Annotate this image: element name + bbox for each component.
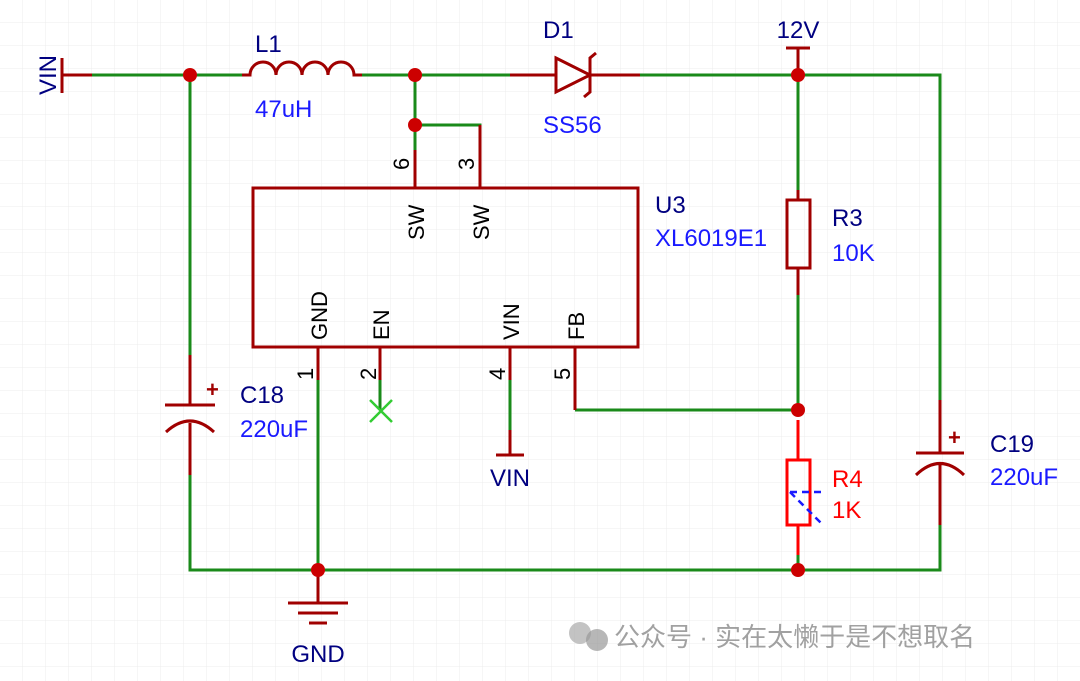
c19-plus: + xyxy=(948,425,961,450)
selection-arrow-icon xyxy=(789,490,823,525)
pin-5-number: 5 xyxy=(550,368,575,380)
vin-pin-port[interactable]: VIN xyxy=(490,430,530,492)
c18-designator: C18 xyxy=(240,382,284,409)
pin-4-name: VIN xyxy=(499,303,524,340)
pin-4-number: 4 xyxy=(485,368,510,380)
c19-value: 220uF xyxy=(990,464,1058,491)
diode-D1[interactable]: D1 SS56 xyxy=(510,17,640,139)
junction-dot xyxy=(183,68,197,82)
junctions xyxy=(183,68,805,577)
junction-dot xyxy=(791,403,805,417)
pin-1-number: 1 xyxy=(293,368,318,380)
pin-6-name: SW xyxy=(404,204,429,240)
r4-designator: R4 xyxy=(832,466,863,493)
resistor-R3[interactable]: R3 10K xyxy=(785,190,875,295)
watermark: 公众号 · 实在太懒于是不想取名 xyxy=(569,622,975,652)
capacitor-C19[interactable]: + C19 220uF xyxy=(914,400,1058,525)
r3-designator: R3 xyxy=(832,205,863,232)
junction-dot xyxy=(408,118,422,132)
junction-dot xyxy=(311,563,325,577)
resistor-R4[interactable]: R4 1K xyxy=(785,420,863,555)
r3-value: 10K xyxy=(832,240,875,267)
gnd-symbol[interactable]: GND xyxy=(288,570,348,668)
12v-port[interactable]: 12V xyxy=(777,17,820,70)
vin-port[interactable]: VIN xyxy=(35,55,92,95)
pin-2-number: 2 xyxy=(356,368,381,380)
l1-designator: L1 xyxy=(255,31,282,58)
inductor-L1[interactable]: L1 47uH xyxy=(242,31,362,123)
u3-value: XL6019E1 xyxy=(655,225,767,252)
pin-3-name: SW xyxy=(469,204,494,240)
c18-value: 220uF xyxy=(240,416,308,443)
gnd-label: GND xyxy=(291,641,344,668)
d1-value: SS56 xyxy=(543,112,602,139)
vin-label: VIN xyxy=(35,55,62,95)
no-connect-x-icon xyxy=(369,399,393,423)
pin-6-number: 6 xyxy=(389,158,414,170)
wechat-icon xyxy=(569,622,591,644)
junction-dot xyxy=(791,563,805,577)
junction-dot xyxy=(408,68,422,82)
l1-value: 47uH xyxy=(255,96,312,123)
pin-1-name: GND xyxy=(307,291,332,340)
junction-dot xyxy=(791,68,805,82)
ic-U3[interactable]: U3 XL6019E1 6 3 SW SW GND EN VIN FB 1 2 … xyxy=(251,125,767,410)
capacitor-C18[interactable]: + C18 220uF xyxy=(164,355,308,475)
d1-designator: D1 xyxy=(543,17,574,44)
pin-3-number: 3 xyxy=(454,158,479,170)
u3-designator: U3 xyxy=(655,192,686,219)
pin-2-name: EN xyxy=(369,309,394,340)
c19-designator: C19 xyxy=(990,431,1034,458)
vin-pin-label: VIN xyxy=(490,465,530,492)
wires xyxy=(92,73,942,572)
c18-plus: + xyxy=(206,377,219,402)
pin-5-name: FB xyxy=(564,312,589,340)
12v-label: 12V xyxy=(777,17,820,44)
watermark-text: 公众号 · 实在太懒于是不想取名 xyxy=(614,622,975,652)
r4-value: 1K xyxy=(832,497,861,524)
